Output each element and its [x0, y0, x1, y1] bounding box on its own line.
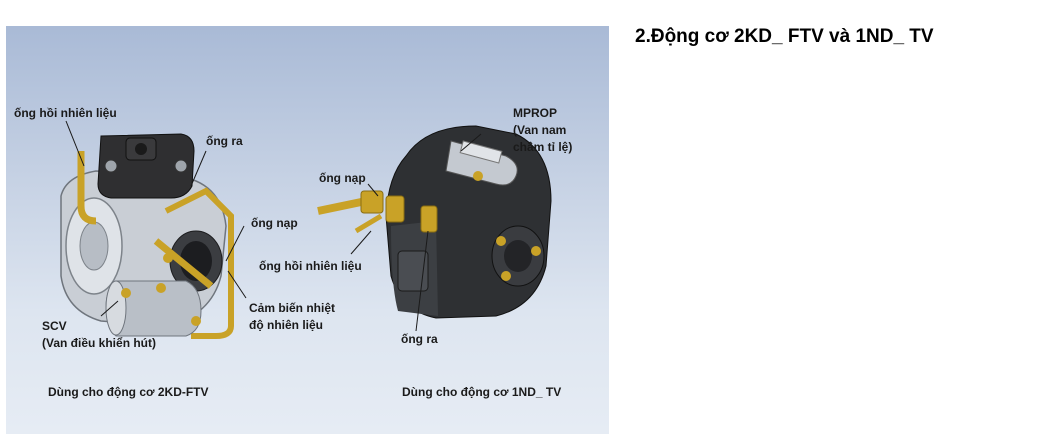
label-left-temp-sensor-2: độ nhiên liệu — [249, 318, 323, 332]
pump-illustration-panel: ống hồi nhiên liệu ống ra ống nạp Cảm bi… — [6, 26, 609, 434]
left-pump-drawing — [60, 120, 247, 339]
caption-right-pump: Dùng cho động cơ 1ND_ TV — [402, 385, 562, 399]
section-heading: 2.Động cơ 2KD_ FTV và 1ND_ TV — [635, 26, 934, 47]
caption-left-pump: Dùng cho động cơ 2KD-FTV — [48, 385, 209, 399]
pump-drawings — [60, 120, 552, 339]
label-right-inlet: ống nạp — [319, 171, 366, 185]
label-left-scv-2: (Van điều khiển hút) — [42, 336, 157, 350]
label-right-mprop-1: MPROP — [513, 106, 558, 120]
label-left-scv-1: SCV — [42, 319, 67, 333]
label-left-return-pipe: ống hồi nhiên liệu — [14, 106, 117, 120]
label-right-mprop-2: (Van nam — [513, 123, 567, 137]
label-right-mprop-3: châm tỉ lệ) — [513, 140, 573, 154]
label-right-outlet: ống ra — [401, 332, 438, 346]
label-right-return-pipe: ống hồi nhiên liệu — [259, 259, 362, 273]
label-left-temp-sensor-1: Cảm biến nhiệt — [249, 301, 336, 315]
label-left-outlet: ống ra — [206, 134, 243, 148]
label-left-inlet: ống nạp — [251, 216, 298, 230]
right-pump-drawing — [317, 125, 552, 332]
